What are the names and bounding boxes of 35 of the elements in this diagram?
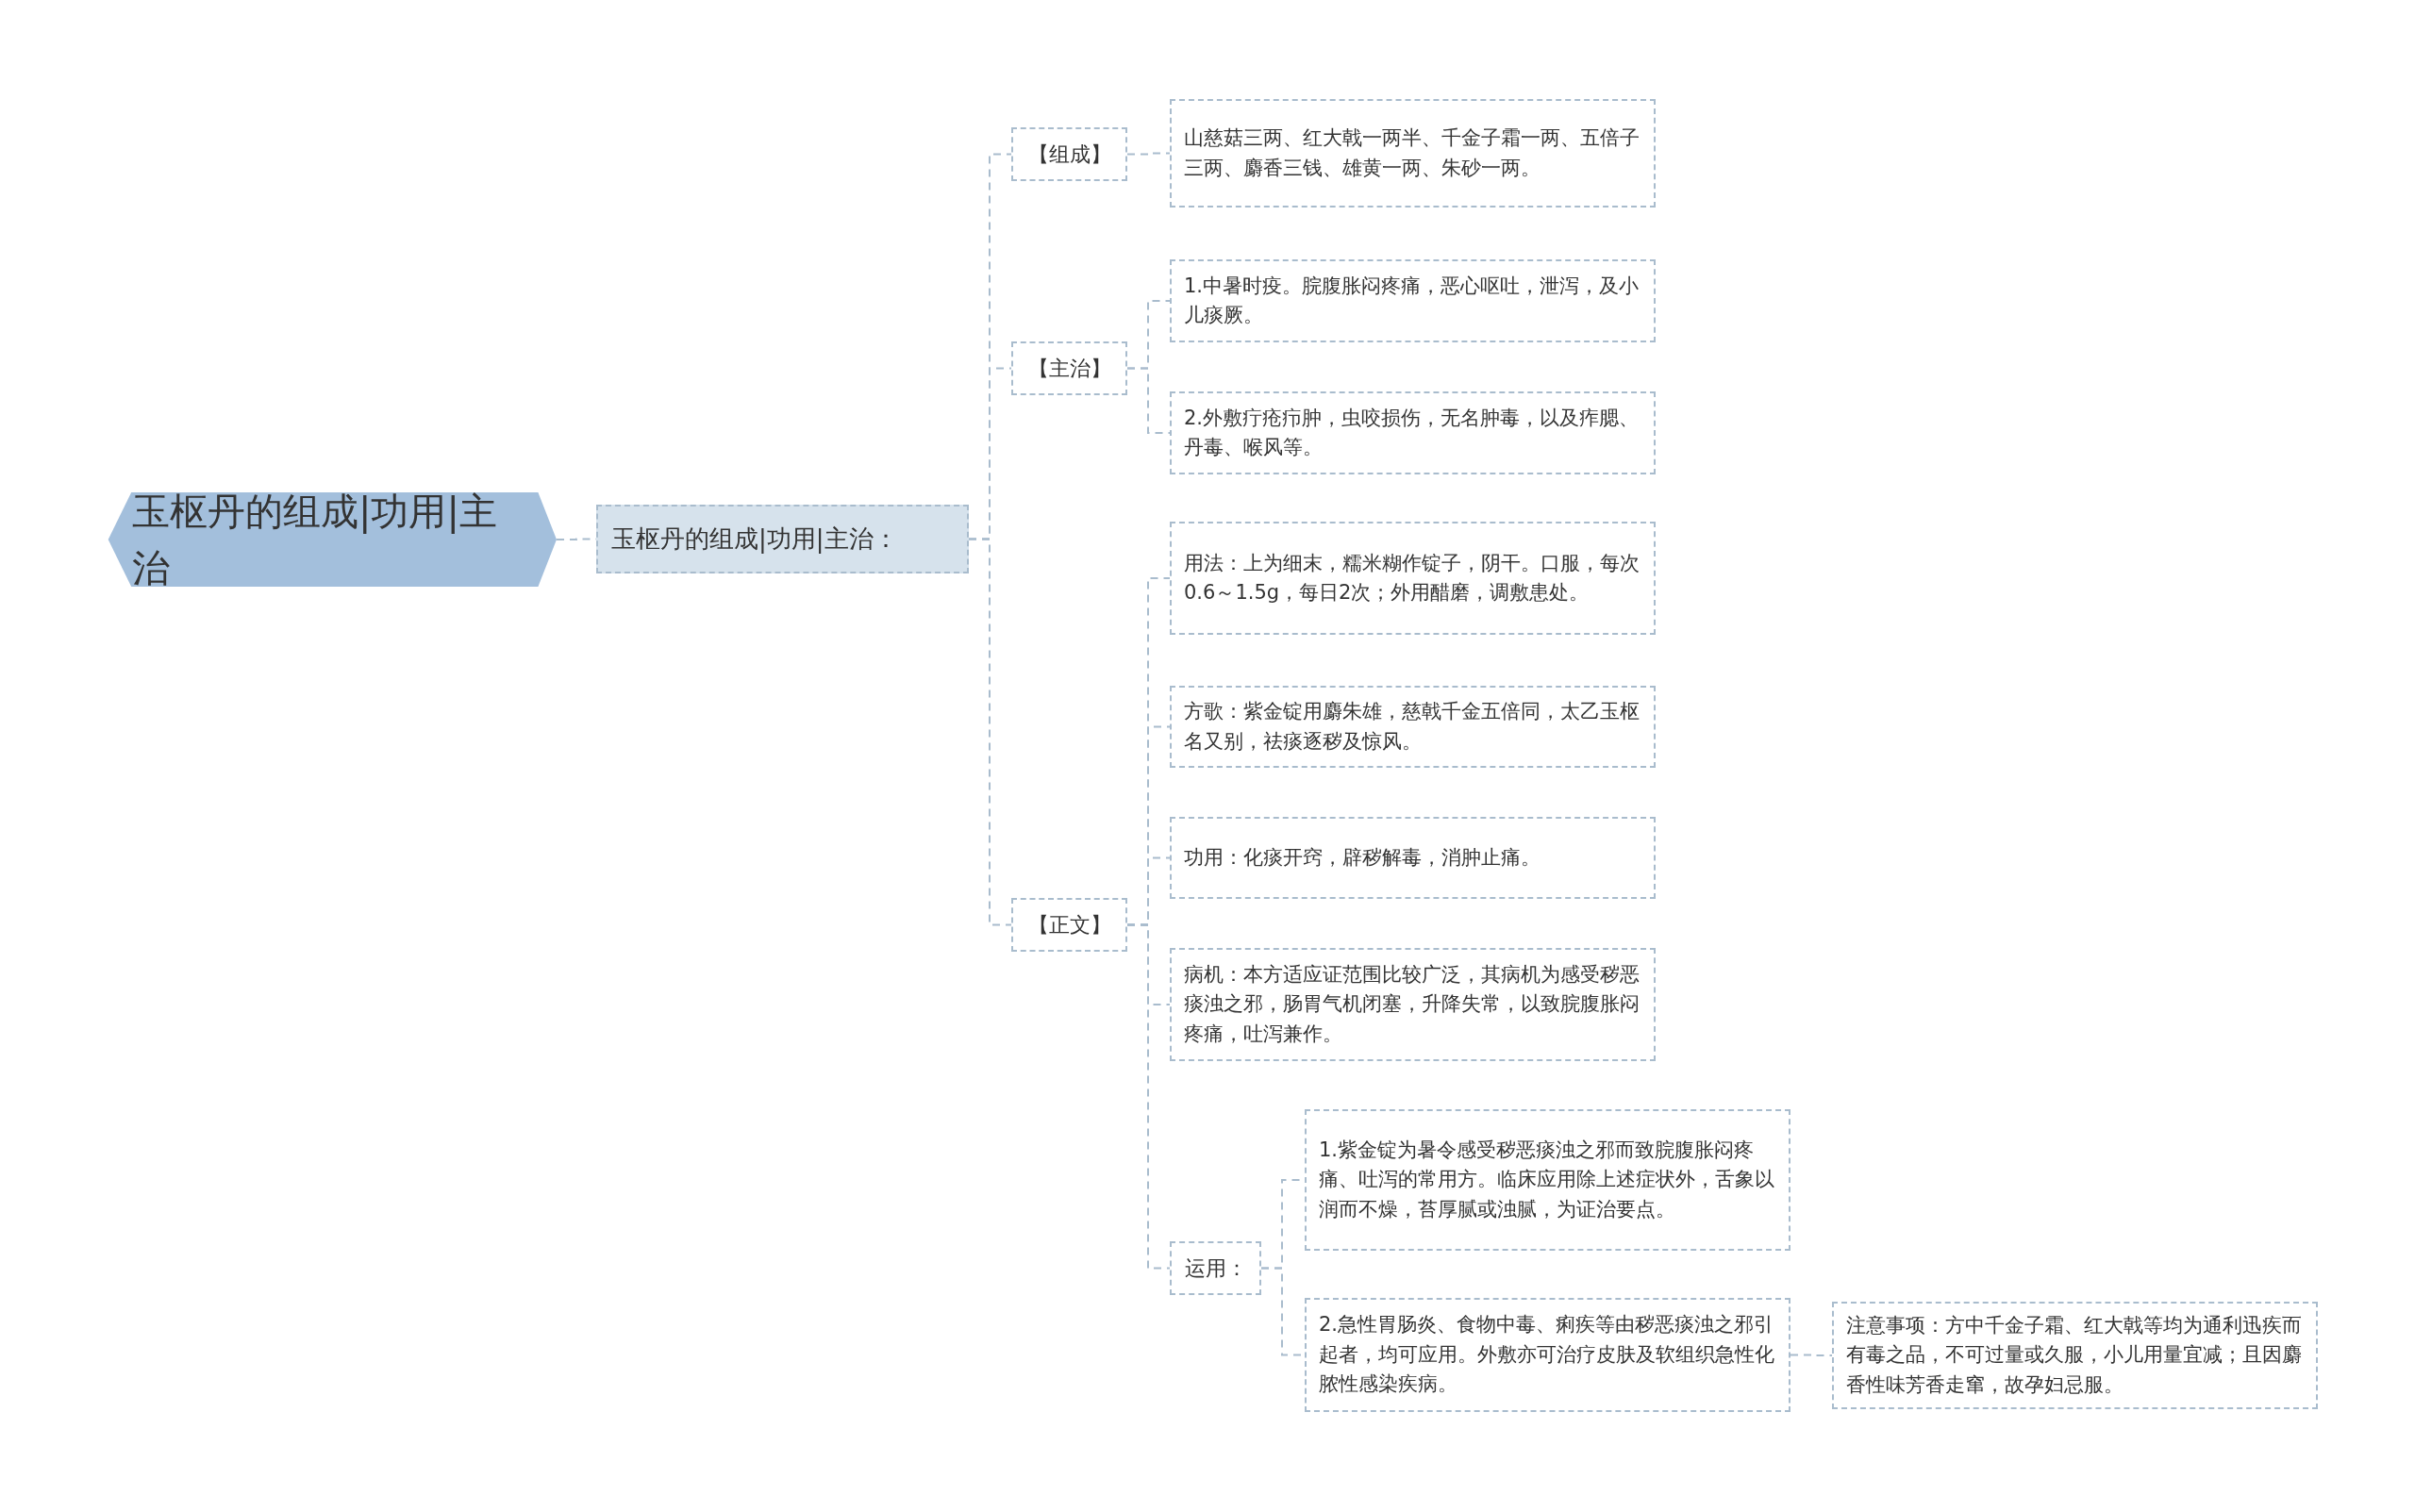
node-text: 2.急性胃肠炎、食物中毒、痢疾等由秽恶痰浊之邪引起者，均可应用。外敷亦可治疗皮肤及软组织急性化脓性感染疾病。 [1319,1312,1775,1398]
node-text: 2.外敷疔疮疖肿，虫咬损伤，无名肿毒，以及痄腮、丹毒、喉风等。 [1184,405,1641,460]
branch-box [1011,898,1127,952]
branch-box [1011,341,1127,395]
node-text: 玉枢丹的组成|功用|主治： [611,523,898,556]
branch-box [1011,127,1127,181]
text-box [1170,522,1656,635]
connector-line [1790,1354,1833,1356]
node-text: 用法：上为细末，糯米糊作锭子，阴干。口服，每次0.6～1.5g，每日2次；外用醋磨，调敷患处。 [1184,550,1641,606]
node-text: 方歌：紫金锭用麝朱雄，慈戟千金五倍同，太乙玉枢名又别，祛痰逐秽及惊风。 [1184,699,1641,755]
text-box [1170,948,1656,1061]
text-box [1832,1302,2318,1409]
text-box [1170,259,1656,342]
branch-box [1170,1241,1261,1295]
text-box [1170,99,1656,208]
topic-box [596,505,969,573]
node-text: 山慈菇三两、红大戟一两半、千金子霜一两、五倍子三两、麝香三钱、雄黄一两、朱砂一两。 [1184,125,1641,181]
node-text: 【组成】 [1027,141,1111,168]
node-text: 运用： [1184,1255,1247,1282]
text-box [1305,1109,1790,1251]
text-box [1170,391,1656,474]
connector-line [968,538,1012,926]
connector-line [1126,152,1171,156]
node-text: 1.紫金锭为暑令感受秽恶痰浊之邪而致脘腹胀闷疼痛、吐泻的常用方。临床应用除上述症状外，舌象以润而不燥，苔厚腻或浊腻，为证治要点。 [1319,1137,1775,1222]
text-box [1170,817,1656,899]
connector-line [1126,367,1171,434]
node-text: 玉枢丹的组成|功用|主治 [132,489,498,591]
text-box [1305,1298,1790,1412]
node-text: 【正文】 [1027,912,1111,939]
node-text: 【主治】 [1027,356,1111,382]
node-text: 注意事项：方中千金子霜、红大戟等均为通利迅疾而有毒之品，不可过量或久服，小儿用量宜减；且因麝香性味芳香走窜，故孕妇忌服。 [1846,1312,2303,1398]
text-box [1170,686,1656,768]
node-text: 功用：化痰开窍，辟秽解毒，消肿止痛。 [1184,844,1541,871]
node-text: 1.中暑时疫。脘腹胀闷疼痛，恶心呕吐，泄泻，及小儿痰厥。 [1184,273,1641,328]
node-text: 病机：本方适应证范围比较广泛，其病机为感受秽恶痰浊之邪，肠胃气机闭塞，升降失常，以致脘腹胀闷疼痛，吐泻兼作。 [1184,961,1641,1047]
